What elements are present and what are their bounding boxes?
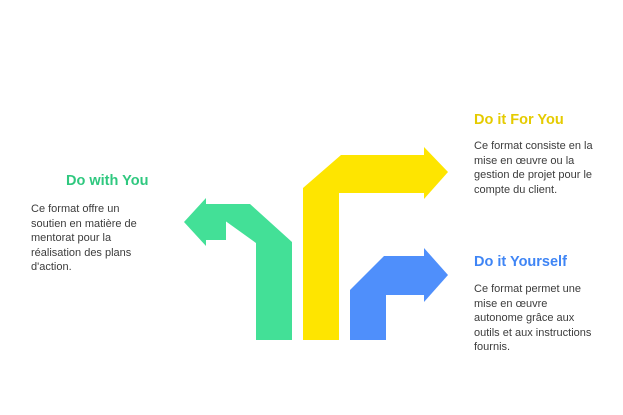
do-it-yourself-title: Do it Yourself <box>474 254 567 270</box>
do-with-you-title: Do with You <box>66 173 149 189</box>
yellow-arrow-shaft <box>303 155 428 340</box>
blue-arrow-icon <box>350 248 448 340</box>
yellow-arrow-head <box>424 147 448 199</box>
do-it-for-you-description: Ce format consiste en la mise en œuvre o… <box>474 140 593 196</box>
green-arrow-head <box>184 198 226 246</box>
do-with-you-description: Ce format offre un soutien en matière de… <box>31 203 137 273</box>
do-it-yourself-description: Ce format permet une mise en œuvre auton… <box>474 283 592 353</box>
yellow-arrow-icon <box>303 147 448 340</box>
blue-arrow-shaft <box>350 256 428 340</box>
blue-arrow-head <box>424 248 448 302</box>
green-arrow-icon <box>184 198 292 340</box>
do-it-for-you-title: Do it For You <box>474 112 564 128</box>
green-arrow-shaft <box>224 204 292 340</box>
